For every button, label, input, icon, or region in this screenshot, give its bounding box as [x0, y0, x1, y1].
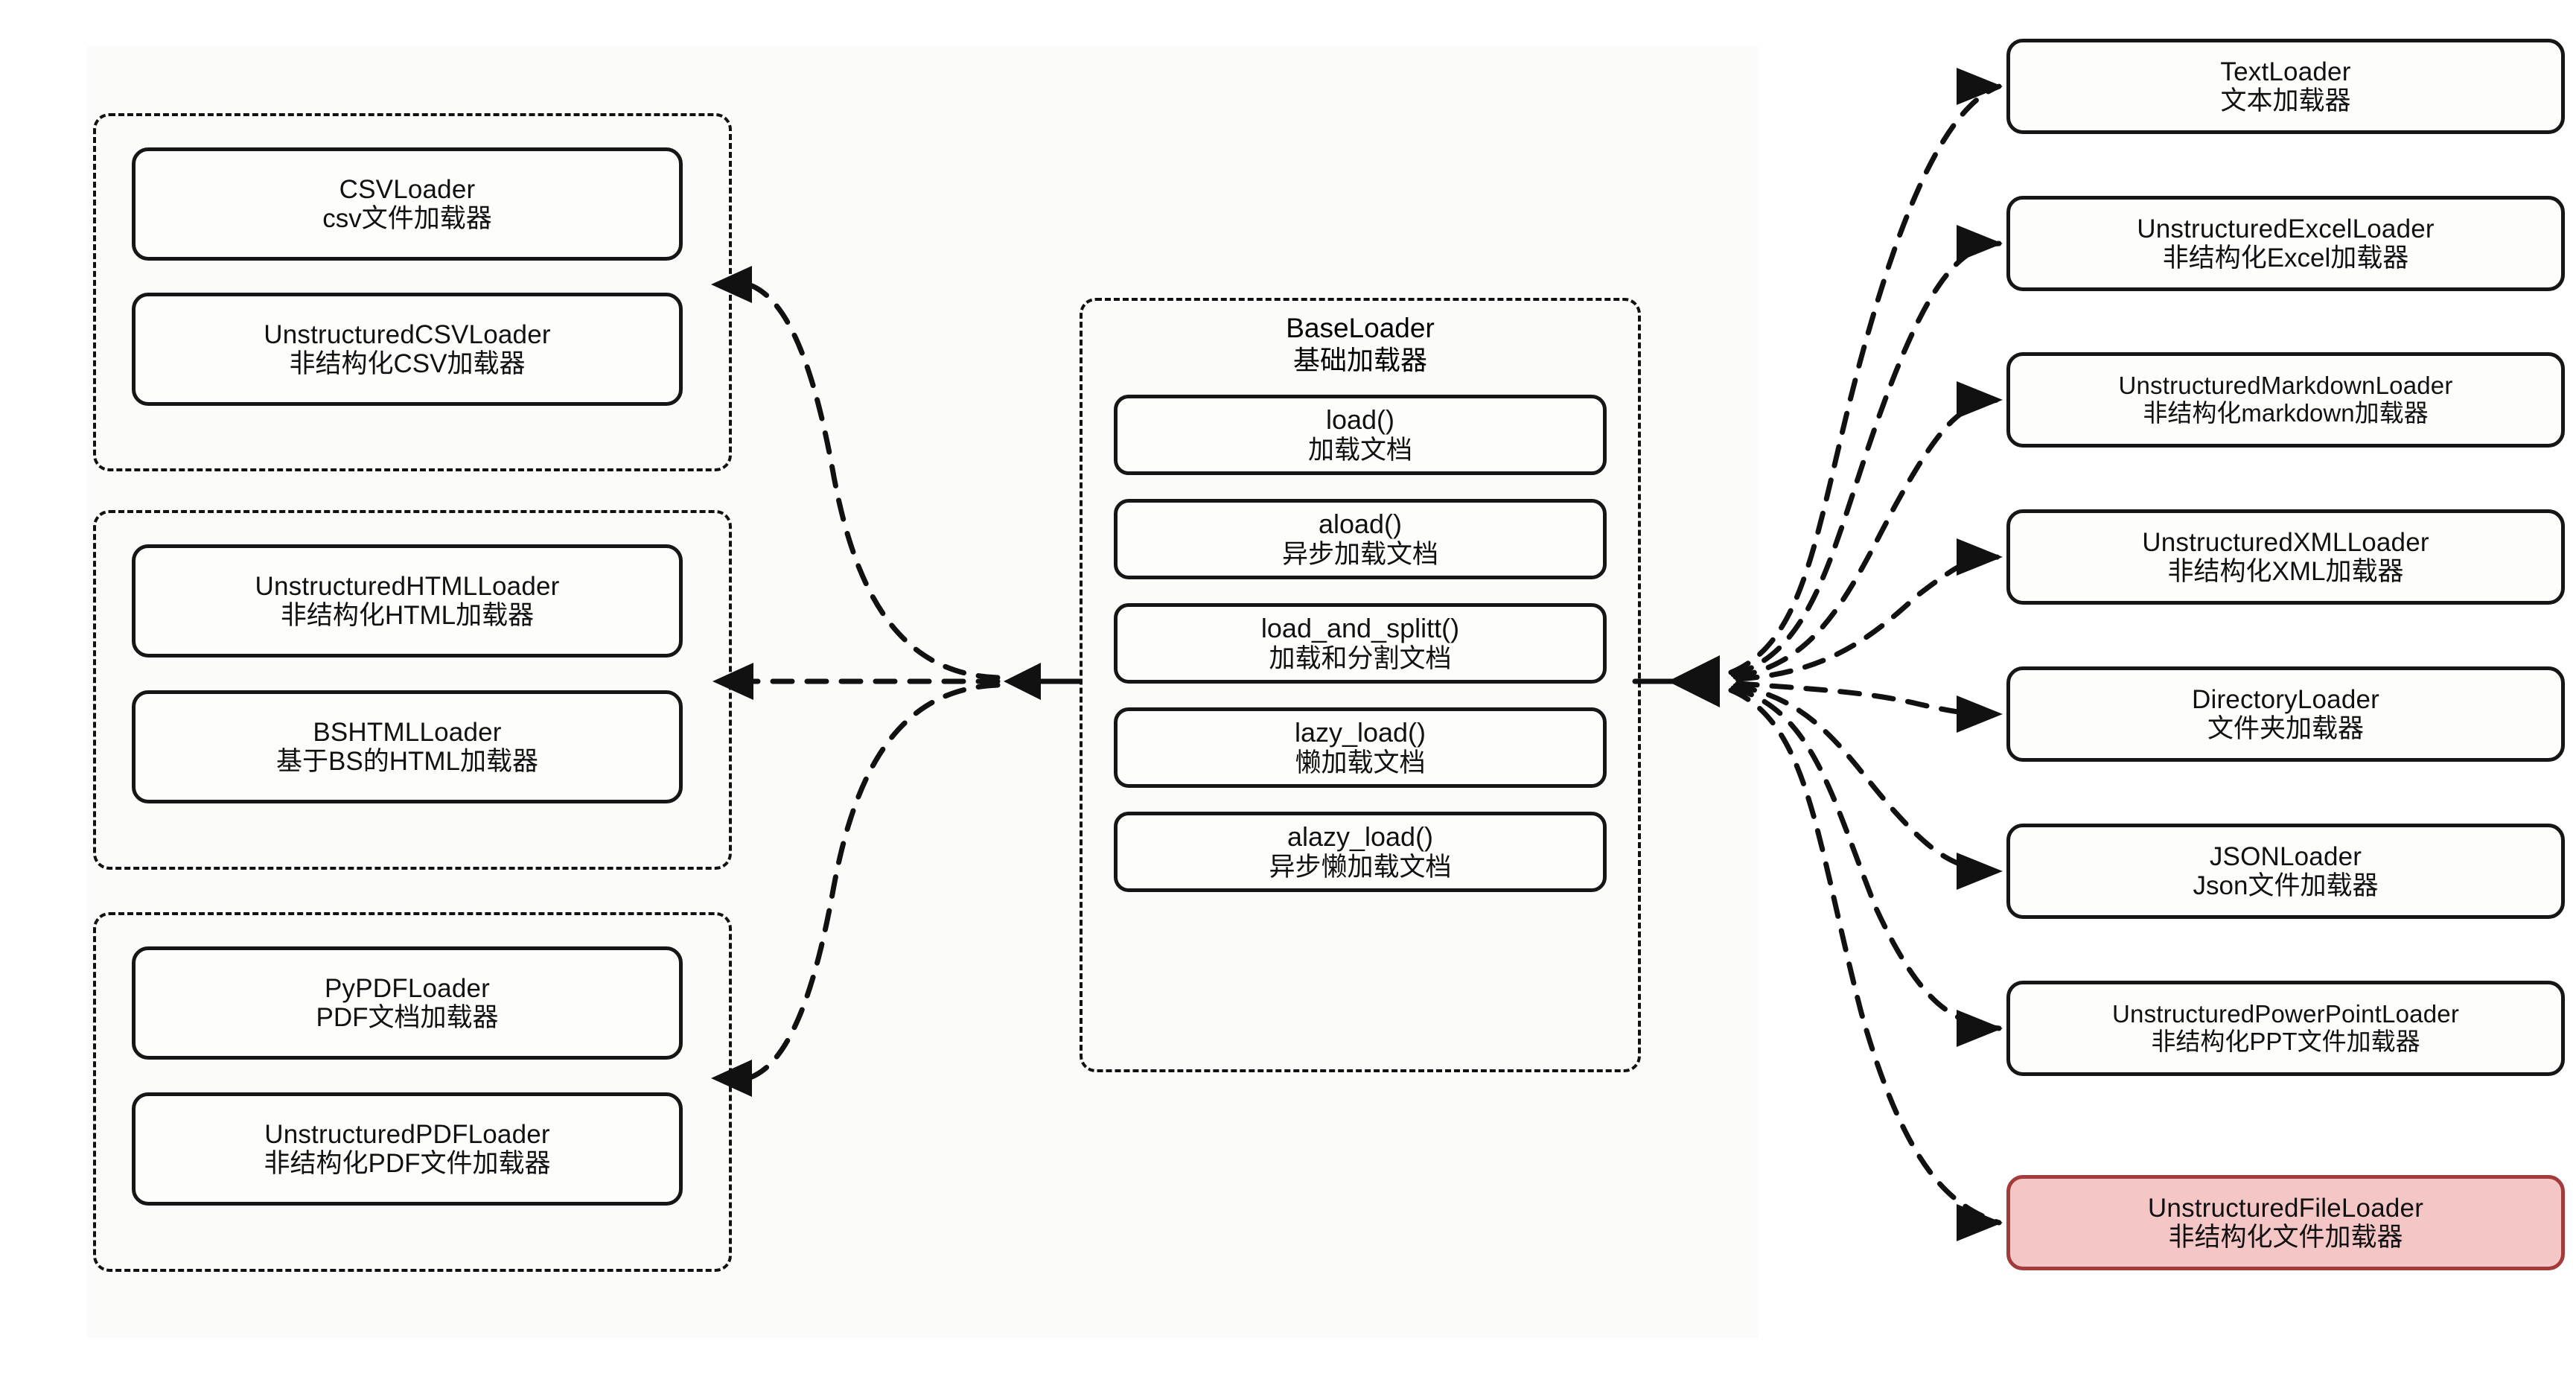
method-load-and-split[interactable]: load_and_splitt() 加载和分割文档 — [1114, 603, 1607, 684]
node-subtitle: 非结构化PDF文件加载器 — [264, 1149, 551, 1178]
node-subtitle: 非结构化HTML加载器 — [280, 601, 535, 630]
baseloader-title: BaseLoader — [1286, 313, 1435, 343]
node-title: TextLoader — [2220, 57, 2351, 86]
node-pypdfloader[interactable]: PyPDFLoader PDF文档加载器 — [132, 946, 683, 1060]
method-desc: 异步加载文档 — [1281, 539, 1438, 569]
group-baseloader: BaseLoader 基础加载器 load() 加载文档 aload() 异步加… — [1080, 298, 1641, 1072]
method-name: load_and_splitt() — [1260, 613, 1460, 644]
node-unstructuredmarkdownloader[interactable]: UnstructuredMarkdownLoader 非结构化markdown加… — [2006, 352, 2565, 448]
node-title: PyPDFLoader — [324, 973, 491, 1003]
node-unstructuredxmlloader[interactable]: UnstructuredXMLLoader 非结构化XML加载器 — [2006, 509, 2565, 605]
method-desc: 加载和分割文档 — [1269, 643, 1452, 673]
method-aload[interactable]: aload() 异步加载文档 — [1114, 499, 1607, 579]
node-unstructuredexcelloader[interactable]: UnstructuredExcelLoader 非结构化Excel加载器 — [2006, 196, 2565, 291]
node-subtitle: 非结构化CSV加载器 — [289, 349, 526, 378]
node-subtitle: csv文件加载器 — [322, 204, 492, 233]
link-to-textloader — [1728, 83, 2002, 675]
node-title: UnstructuredPDFLoader — [264, 1119, 550, 1149]
baseloader-subtitle: 基础加载器 — [1292, 344, 1427, 375]
node-unstructuredfileloader[interactable]: UnstructuredFileLoader 非结构化文件加载器 — [2006, 1175, 2565, 1270]
arrow-jsonloader-icon — [1957, 853, 2003, 890]
node-subtitle: 非结构化markdown加载器 — [2143, 399, 2429, 427]
method-desc: 加载文档 — [1307, 435, 1412, 465]
node-title: UnstructuredMarkdownLoader — [2118, 372, 2453, 400]
node-textloader[interactable]: TextLoader 文本加载器 — [2006, 39, 2565, 134]
group-pdf: PyPDFLoader PDF文档加载器 UnstructuredPDFLoad… — [93, 912, 732, 1272]
node-jsonloader[interactable]: JSONLoader Json文件加载器 — [2006, 824, 2565, 919]
node-subtitle: 非结构化Excel加载器 — [2162, 243, 2409, 273]
node-title: UnstructuredPowerPointLoader — [2111, 1000, 2460, 1028]
method-lazy-load[interactable]: lazy_load() 懒加载文档 — [1114, 707, 1607, 788]
method-name: load() — [1325, 404, 1395, 436]
arrow-textloader-icon — [1957, 68, 2003, 105]
link-to-directoryloader — [1735, 681, 2002, 717]
node-subtitle: 非结构化PPT文件加载器 — [2151, 1028, 2420, 1055]
node-subtitle: 文件夹加载器 — [2207, 714, 2364, 743]
baseloader-header: BaseLoader 基础加载器 — [1083, 313, 1638, 376]
node-title: DirectoryLoader — [2192, 684, 2379, 714]
node-unstructuredpowerpointloader[interactable]: UnstructuredPowerPointLoader 非结构化PPT文件加载… — [2006, 981, 2565, 1076]
node-unstructuredhtmlloader[interactable]: UnstructuredHTMLLoader 非结构化HTML加载器 — [132, 544, 683, 658]
link-to-fileloader — [1728, 687, 2002, 1226]
node-csvloader[interactable]: CSVLoader csv文件加载器 — [132, 147, 683, 261]
method-name: lazy_load() — [1294, 717, 1426, 748]
node-title: UnstructuredExcelLoader — [2137, 214, 2435, 243]
method-desc: 异步懒加载文档 — [1269, 852, 1452, 882]
node-bshtmlloader[interactable]: BSHTMLLoader 基于BS的HTML加载器 — [132, 690, 683, 803]
method-desc: 懒加载文档 — [1295, 748, 1426, 777]
arrow-directoryloader-icon — [1957, 695, 2003, 733]
node-title: UnstructuredCSVLoader — [264, 319, 551, 349]
arrow-xmlloader-icon — [1957, 538, 2003, 576]
node-directoryloader[interactable]: DirectoryLoader 文件夹加载器 — [2006, 666, 2565, 762]
method-name: aload() — [1318, 509, 1403, 540]
method-name: alazy_load() — [1287, 821, 1434, 853]
link-to-xmlloader — [1735, 554, 2002, 682]
method-alazy-load[interactable]: alazy_load() 异步懒加载文档 — [1114, 812, 1607, 892]
node-title: BSHTMLLoader — [313, 717, 502, 747]
link-to-jsonloader — [1732, 683, 2002, 874]
node-subtitle: Json文件加载器 — [2193, 871, 2379, 900]
method-load[interactable]: load() 加载文档 — [1114, 395, 1607, 475]
node-subtitle: 文本加载器 — [2220, 86, 2351, 115]
arrow-excelloader-icon — [1957, 225, 2003, 262]
link-to-powerpointloader — [1730, 685, 2002, 1031]
link-to-excelloader — [1730, 241, 2002, 678]
node-title: CSVLoader — [339, 174, 476, 204]
node-subtitle: 非结构化文件加载器 — [2168, 1223, 2403, 1252]
node-subtitle: 非结构化XML加载器 — [2167, 557, 2404, 586]
node-subtitle: 基于BS的HTML加载器 — [276, 747, 538, 776]
node-unstructuredpdfloader[interactable]: UnstructuredPDFLoader 非结构化PDF文件加载器 — [132, 1092, 683, 1206]
group-csv: CSVLoader csv文件加载器 UnstructuredCSVLoader… — [93, 113, 732, 471]
node-title: UnstructuredXMLLoader — [2142, 527, 2429, 557]
arrow-fileloader-icon — [1957, 1204, 2003, 1241]
group-html: UnstructuredHTMLLoader 非结构化HTML加载器 BSHTM… — [93, 510, 732, 870]
arrow-powerpointloader-icon — [1957, 1010, 2003, 1047]
node-unstructuredcsvloader[interactable]: UnstructuredCSVLoader 非结构化CSV加载器 — [132, 293, 683, 406]
link-to-markdownloader — [1732, 397, 2002, 680]
node-title: UnstructuredFileLoader — [2147, 1193, 2424, 1223]
arrow-markdownloader-icon — [1957, 381, 2003, 418]
node-title: JSONLoader — [2209, 841, 2362, 871]
node-subtitle: PDF文档加载器 — [316, 1003, 499, 1032]
node-title: UnstructuredHTMLLoader — [255, 571, 560, 601]
